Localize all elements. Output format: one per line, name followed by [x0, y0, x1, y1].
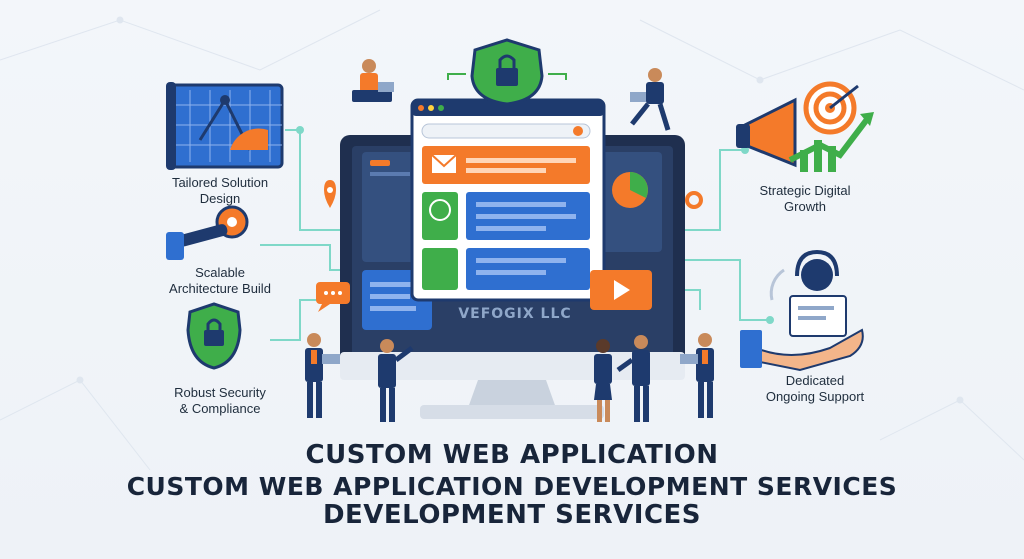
brand-label: VEFOGIX LLC — [458, 306, 572, 322]
chat-bubble-icon — [316, 282, 350, 312]
title-line-3: DEVELOPMENT SERVICES — [322, 500, 702, 530]
support-headset-icon — [740, 249, 864, 372]
business-people-group — [305, 333, 714, 422]
megaphone-target-icon — [736, 81, 874, 172]
feature-label-line-2: Ongoing Support — [765, 389, 865, 404]
title-line-1: CUSTOM WEB APPLICATION — [305, 440, 719, 470]
gear-icon — [685, 191, 703, 209]
background-network — [0, 9, 1024, 471]
feature-label-line-2: Architecture Build — [169, 281, 271, 296]
browser-window — [410, 98, 652, 310]
feature-tailored-solution: Tailored Solution Design — [150, 175, 290, 207]
feature-label-line-2: Design — [199, 191, 241, 206]
feature-strategic-growth: Strategic Digital Growth — [735, 183, 875, 215]
person-laptop-right-icon — [630, 68, 671, 131]
blueprint-compass-icon — [166, 82, 284, 170]
feature-label-line-1: Tailored Solution — [171, 175, 269, 190]
feature-label-line-1: Scalable — [195, 265, 245, 280]
feature-label-line-2: & Compliance — [179, 401, 261, 416]
wrench-gear-icon — [166, 205, 249, 260]
feature-ongoing-support: Dedicated Ongoing Support — [740, 373, 890, 405]
feature-label-line-2: Growth — [784, 199, 826, 214]
feature-robust-security: Robust Security & Compliance — [150, 385, 290, 417]
top-shield-lock-icon — [447, 38, 567, 106]
feature-scalable-architecture: Scalable Architecture Build — [145, 265, 295, 297]
feature-label-line-1: Dedicated — [785, 373, 845, 388]
title-line-2: CUSTOM WEB APPLICATION DEVELOPMENT SERVI… — [126, 472, 898, 501]
feature-label-line-1: Robust Security — [174, 385, 266, 400]
shield-lock-left-icon — [186, 302, 242, 370]
location-pin-icon — [324, 180, 336, 208]
person-laptop-left-icon — [352, 59, 394, 102]
feature-label-line-1: Strategic Digital — [759, 183, 851, 198]
